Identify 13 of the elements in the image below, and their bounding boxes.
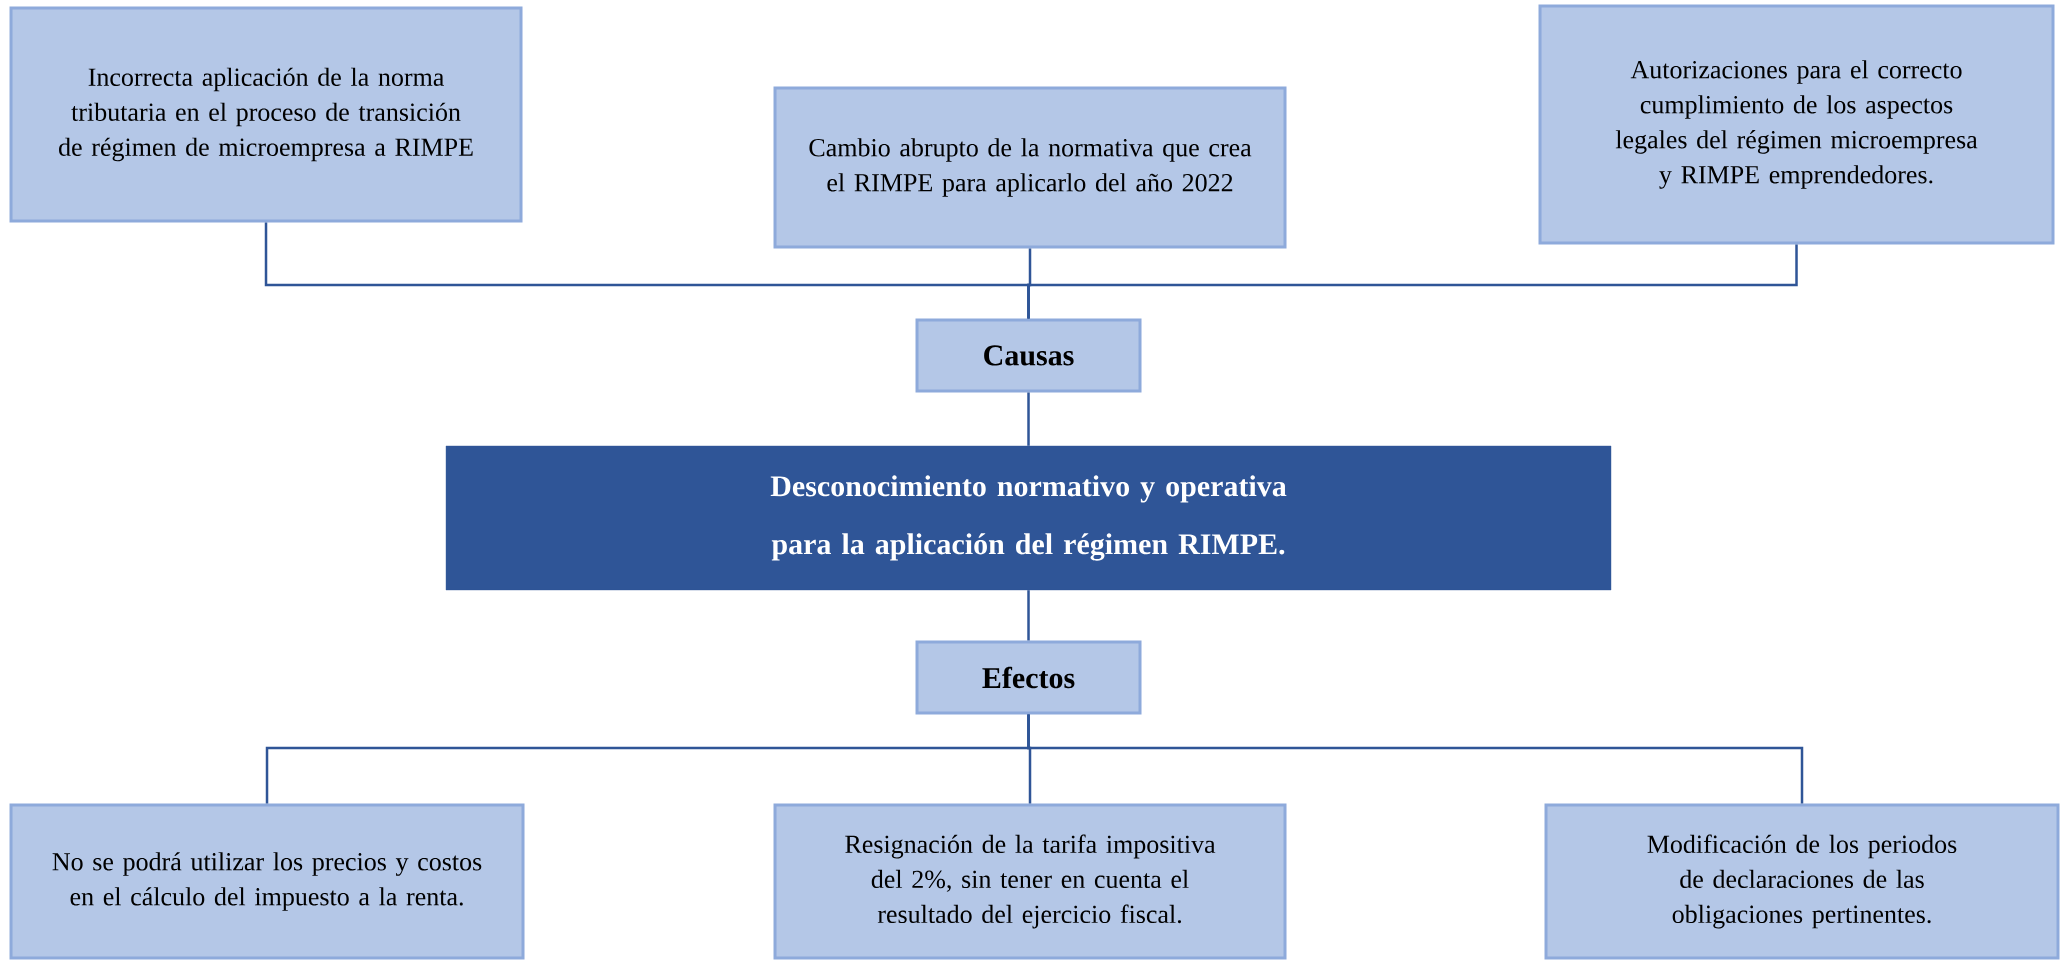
connector-line [1027, 392, 1030, 446]
heading-box: Causas [915, 318, 1142, 393]
connector-line [1027, 590, 1030, 641]
problem-box: Desconocimiento normativo y operativa para la aplicación del régimen RIMPE. [445, 445, 1612, 591]
cause-box: Incorrecta aplicación de la norma tributaria en el proceso de transición de régimen de microempresa a RIMPE [9, 6, 523, 223]
effect-box: No se podrá utilizar los precios y costos en el cálculo del impuesto a la renta. [9, 803, 525, 960]
cause-box: Autorizaciones para el correcto cumplimiento de los aspectos legales del régimen microempresa y RIMPE emprendedores. [1538, 4, 2055, 245]
connector-line [1027, 714, 1804, 804]
cause-box: Cambio abrupto de la normativa que crea el RIMPE para aplicarlo del año 2022 [773, 86, 1287, 249]
connector-line [1027, 244, 1798, 319]
effect-box: Resignación de la tarifa impositiva del 2%, sin tener en cuenta el resultado del ejercicio fiscal. [773, 803, 1287, 960]
heading-box: Efectos [915, 640, 1142, 715]
effect-box: Modificación de los periodos de declaraciones de las obligaciones pertinentes. [1544, 803, 2060, 960]
